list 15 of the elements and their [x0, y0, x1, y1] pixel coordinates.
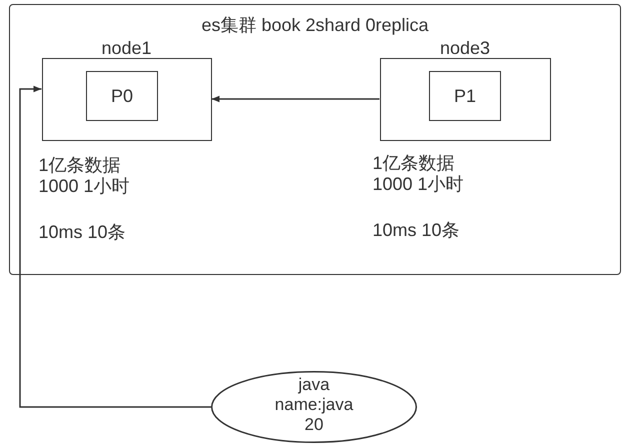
cluster-box — [9, 4, 621, 275]
node-note: 1亿条数据 — [372, 152, 455, 174]
arrow — [212, 96, 380, 102]
shard-box: P0 — [86, 71, 158, 121]
shard-box: P1 — [429, 71, 501, 121]
node-title: node1 — [101, 36, 152, 58]
node-note: 1亿条数据 — [38, 154, 121, 176]
node-note: 1000 1小时 — [38, 176, 130, 196]
node-note: 1000 1小时 — [372, 174, 464, 194]
node-title: node3 — [440, 36, 490, 58]
cluster-title: es集群 book 2shard 0replica — [201, 14, 429, 36]
arrow — [19, 86, 211, 408]
node-note: 10ms 10条 — [372, 220, 460, 240]
node-note: 10ms 10条 — [38, 222, 126, 242]
ellipse-node: java name:java 20 — [211, 371, 417, 443]
